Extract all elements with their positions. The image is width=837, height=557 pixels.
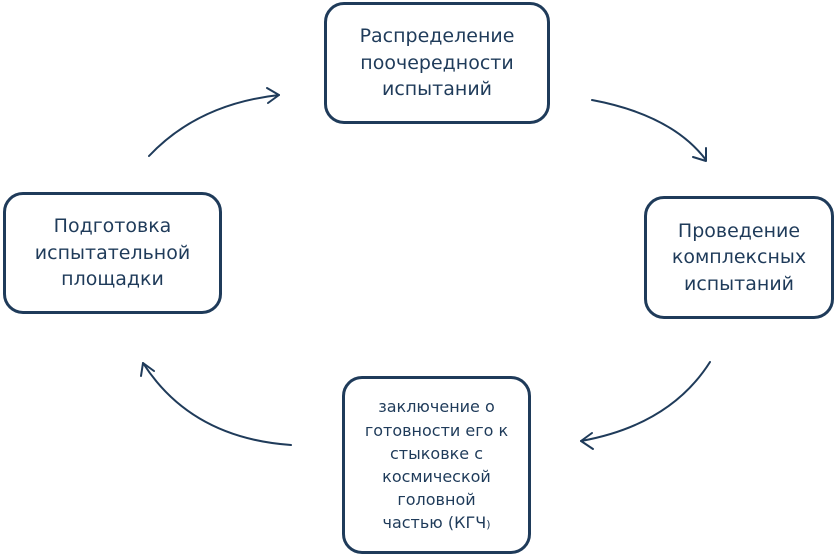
- arrow-right-to-bottom: [580, 361, 711, 442]
- arrow-right-to-bottom-head: [580, 432, 594, 450]
- stage-conclusion-node: заключение о готовности его к стыковке с…: [342, 376, 531, 554]
- stage-conclusion-label: заключение о готовности его к стыковке с…: [365, 395, 508, 534]
- stage-distribution-node: Распределение поочередности испытаний: [324, 2, 550, 124]
- arrow-top-to-right: [591, 99, 707, 161]
- stage-testing-label: Проведение комплексных испытаний: [671, 219, 807, 295]
- arrow-bottom-to-left: [142, 362, 292, 446]
- arrow-top-to-right-head: [692, 147, 707, 162]
- stage-preparation-node: Подготовка испытательной площадки: [3, 192, 222, 314]
- stage-testing-node: Проведение комплексных испытаний: [644, 196, 834, 319]
- stage-preparation-label: Подготовка испытательной площадки: [34, 215, 191, 291]
- arrow-left-to-top-head: [266, 87, 280, 104]
- arrow-left-to-top: [148, 94, 280, 157]
- stage-conclusion-tail-text: ): [486, 518, 491, 532]
- arrow-bottom-to-left-head: [140, 362, 155, 377]
- stage-distribution-label: Распределение поочередности испытаний: [359, 25, 515, 101]
- stage-conclusion-main-text: заключение о готовности его к стыковке с…: [364, 397, 509, 533]
